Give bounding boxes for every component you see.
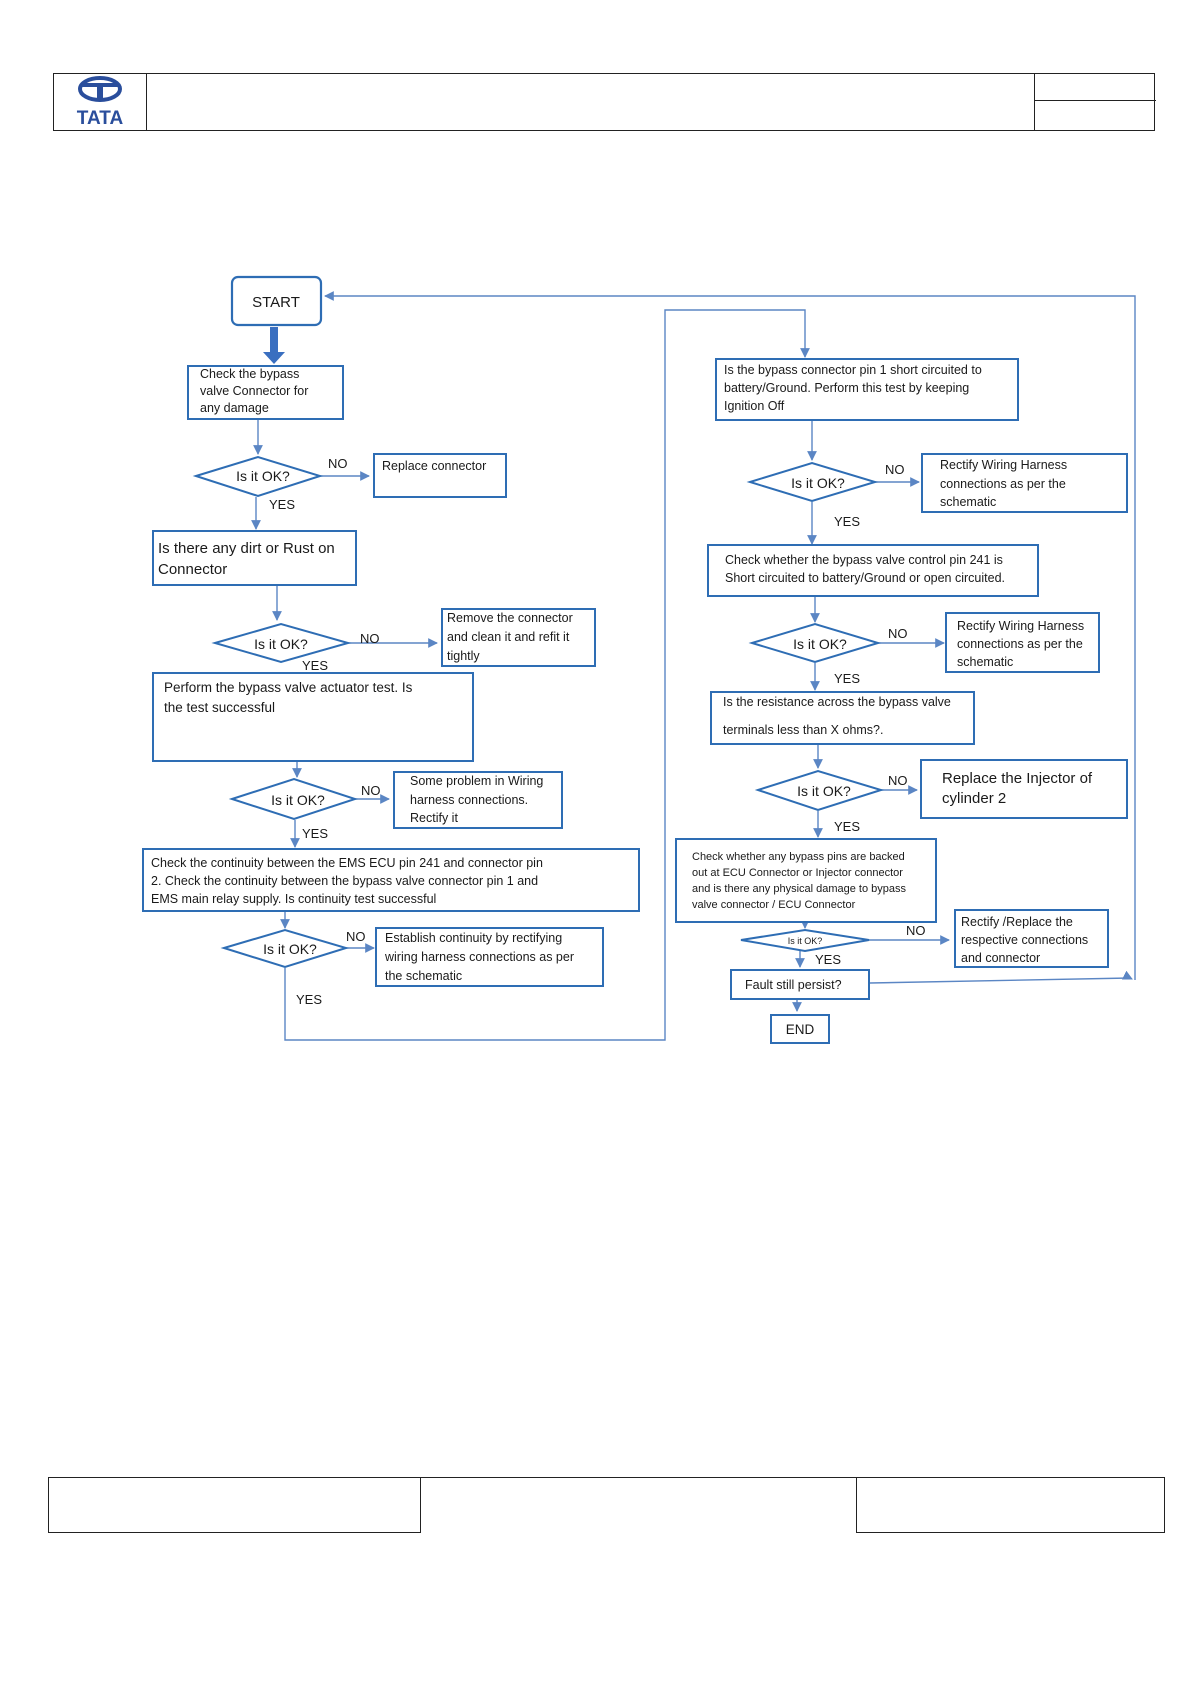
logo-cell: TATA bbox=[54, 74, 147, 130]
logo-text: TATA bbox=[77, 108, 124, 129]
decision-2 bbox=[211, 622, 352, 664]
no-label-2: NO bbox=[360, 631, 380, 646]
decision-6-label: Is it OK? bbox=[793, 636, 847, 652]
yes-label-3: YES bbox=[302, 826, 328, 841]
fault-box bbox=[730, 969, 870, 1000]
decision-1-label: Is it OK? bbox=[236, 468, 290, 484]
remedy-box-7-text: Replace the Injector of cylinder 2 bbox=[942, 770, 1096, 807]
remedy-box-8-text: Rectify /Replace the respective connecti… bbox=[961, 915, 1092, 965]
yes-label-5: YES bbox=[834, 514, 860, 529]
no-label-8: NO bbox=[906, 923, 926, 938]
yes-label-6: YES bbox=[834, 671, 860, 686]
step-box-8-text: Check whether any bypass pins are backed… bbox=[692, 851, 909, 911]
step-box-5 bbox=[715, 358, 1019, 421]
decision-8 bbox=[740, 928, 870, 953]
step-box-5-text: Is the bypass connector pin 1 short circ… bbox=[724, 363, 985, 413]
end-label: END bbox=[786, 1022, 815, 1037]
remedy-box-3-text: Some problem in Wiring harness connectio… bbox=[410, 774, 547, 825]
remedy-box-1-text: Replace connector bbox=[382, 459, 486, 473]
yes-label-1: YES bbox=[269, 497, 295, 512]
no-label-4: NO bbox=[346, 929, 366, 944]
decision-5-label: Is it OK? bbox=[791, 475, 845, 491]
step-box-1 bbox=[187, 365, 344, 420]
step-box-3-text: Perform the bypass valve actuator test. … bbox=[164, 680, 416, 715]
step-box-2 bbox=[152, 530, 357, 586]
remedy-box-2 bbox=[441, 608, 596, 667]
step-box-1-text: Check the bypass valve Connector for any… bbox=[200, 367, 312, 415]
decision-7-label: Is it OK? bbox=[797, 783, 851, 799]
step-box-7-text: Is the resistance across the bypass valv… bbox=[723, 695, 954, 737]
remedy-box-2-text: Remove the connector and clean it and re… bbox=[447, 611, 576, 663]
step-box-7 bbox=[710, 691, 975, 745]
no-label-1: NO bbox=[328, 456, 348, 471]
branch-labels: NO YES NO YES NO YES NO YES NO YES NO YE… bbox=[269, 456, 926, 1007]
step-box-4-text: Check the continuity between the EMS ECU… bbox=[151, 856, 546, 906]
decision-5 bbox=[746, 461, 879, 503]
decision-7 bbox=[754, 769, 885, 812]
decision-3 bbox=[228, 777, 359, 821]
step-box-6-text: Check whether the bypass valve control p… bbox=[725, 553, 1006, 585]
remedy-box-3 bbox=[393, 771, 563, 829]
no-label-7: NO bbox=[888, 773, 908, 788]
step-box-4 bbox=[142, 848, 640, 912]
remedy-box-4 bbox=[375, 927, 604, 987]
yes-label-8: YES bbox=[815, 952, 841, 967]
start-arrow bbox=[263, 327, 285, 364]
remedy-box-6 bbox=[945, 612, 1100, 673]
fault-text: Fault still persist? bbox=[745, 978, 842, 992]
connectors bbox=[251, 291, 1136, 1041]
decision-8-label: Is it OK? bbox=[788, 936, 823, 946]
remedy-box-5-text: Rectify Wiring Harness connections as pe… bbox=[940, 458, 1071, 509]
yes-label-7: YES bbox=[834, 819, 860, 834]
tata-logo-icon: TATA bbox=[77, 76, 124, 129]
remedy-box-4-text: Establish continuity by rectifying wirin… bbox=[384, 931, 577, 983]
step-box-3 bbox=[152, 672, 474, 762]
remedy-box-7 bbox=[920, 759, 1128, 819]
decision-2-label: Is it OK? bbox=[254, 636, 308, 652]
decision-4-label: Is it OK? bbox=[263, 941, 317, 957]
step-box-6 bbox=[707, 544, 1039, 597]
remedy-box-5 bbox=[921, 453, 1128, 513]
step-box-2-text: Is there any dirt or Rust on Connector bbox=[158, 540, 339, 578]
decision-4 bbox=[220, 928, 350, 969]
start-label: START bbox=[252, 294, 300, 311]
no-label-3: NO bbox=[361, 783, 381, 798]
footer-cell-right bbox=[856, 1477, 1165, 1533]
decision-1 bbox=[192, 455, 324, 498]
yes-label-4: YES bbox=[296, 992, 322, 1007]
no-label-5: NO bbox=[885, 462, 905, 477]
header-table: TATA bbox=[53, 73, 1156, 131]
remedy-box-6-text: Rectify Wiring Harness connections as pe… bbox=[957, 619, 1088, 669]
end-node bbox=[770, 1014, 830, 1044]
remedy-box-8 bbox=[954, 909, 1109, 968]
start-node bbox=[230, 275, 323, 327]
decision-6 bbox=[748, 622, 882, 664]
decision-3-label: Is it OK? bbox=[271, 792, 325, 808]
header-right-divider bbox=[1035, 100, 1156, 101]
footer-cell-left bbox=[48, 1477, 421, 1533]
footer-cell-middle bbox=[420, 1477, 857, 1533]
step-box-8 bbox=[675, 838, 937, 923]
header-right-cell bbox=[1034, 74, 1156, 130]
remedy-box-1 bbox=[373, 453, 507, 498]
yes-label-2: YES bbox=[302, 658, 328, 673]
no-label-6: NO bbox=[888, 626, 908, 641]
